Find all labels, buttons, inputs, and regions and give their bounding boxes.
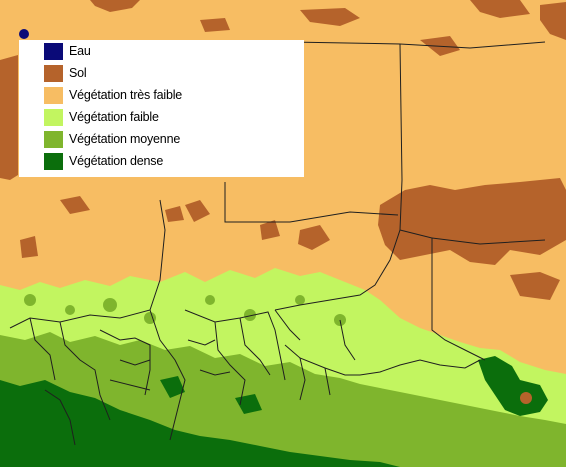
- legend-item-dense-vegetation: Végétation dense: [44, 153, 163, 170]
- legend-label-weak-vegetation: Végétation faible: [69, 110, 159, 124]
- legend-swatch-water: [44, 43, 63, 60]
- map-legend: Eau Sol Végétation très faible Végétatio…: [19, 40, 304, 177]
- legend-item-very-weak-vegetation: Végétation très faible: [44, 87, 182, 104]
- legend-label-soil: Sol: [69, 66, 87, 80]
- legend-label-very-weak-vegetation: Végétation très faible: [69, 88, 183, 102]
- legend-swatch-dense-vegetation: [44, 153, 63, 170]
- city-marker: [520, 392, 532, 404]
- legend-item-weak-vegetation: Végétation faible: [44, 109, 159, 126]
- green-speckles: [24, 294, 346, 326]
- legend-item-moderate-vegetation: Végétation moyenne: [44, 131, 180, 148]
- legend-swatch-very-weak-vegetation: [44, 87, 63, 104]
- legend-swatch-weak-vegetation: [44, 109, 63, 126]
- country-borders: [9, 41, 546, 446]
- legend-item-soil: Sol: [44, 65, 87, 82]
- legend-swatch-soil: [44, 65, 63, 82]
- legend-label-moderate-vegetation: Végétation moyenne: [69, 132, 181, 146]
- legend-label-water: Eau: [69, 44, 91, 58]
- legend-swatch-moderate-vegetation: [44, 131, 63, 148]
- legend-label-dense-vegetation: Végétation dense: [69, 154, 164, 168]
- legend-item-water: Eau: [44, 43, 91, 60]
